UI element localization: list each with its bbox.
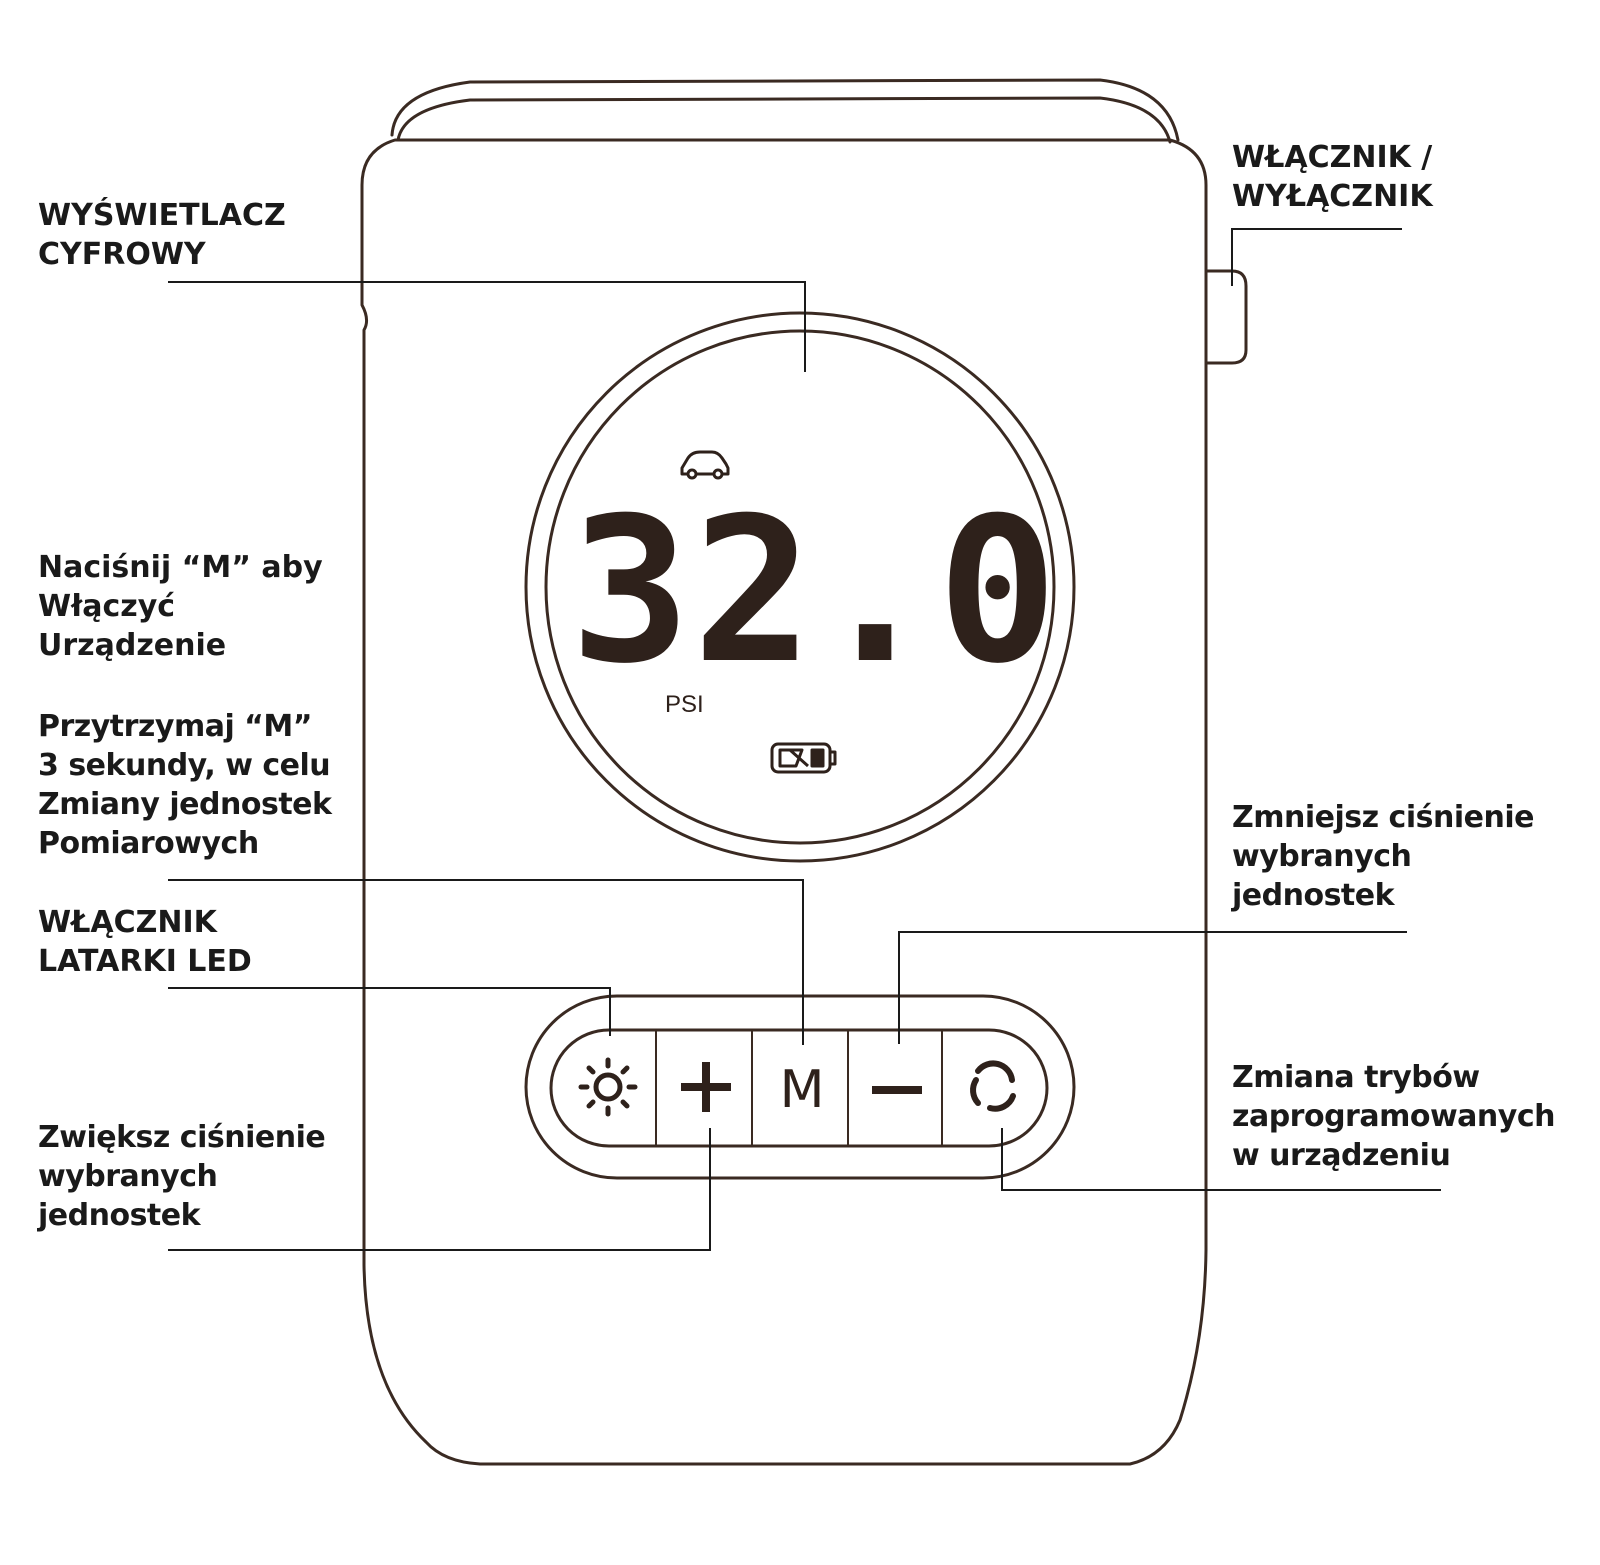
callout-mode (1001, 1128, 1441, 1191)
button-panel-inner (549, 1028, 1049, 1148)
label-press-m: Naciśnij “M” aby Włączyć Urządzenie (38, 550, 323, 663)
label-display: WYŚWIETLACZ CYFROWY (38, 198, 286, 272)
mode-button[interactable] (944, 1033, 1042, 1143)
device-top-rim-inner (396, 96, 1172, 144)
label-decrease: Zmniejsz ciśnienie wybranych jednostek (1232, 800, 1534, 913)
callout-m (168, 879, 804, 1045)
device-body (360, 138, 1208, 1466)
callout-minus (898, 931, 1407, 1044)
callout-power (1231, 228, 1402, 286)
power-button[interactable] (1204, 269, 1248, 365)
m-button-label: M (780, 1060, 825, 1120)
callout-display (168, 281, 806, 372)
button-panel-outer (524, 994, 1076, 1180)
m-button[interactable] (754, 1033, 846, 1143)
plus-button[interactable] (658, 1033, 750, 1143)
display-outer-ring (524, 311, 1076, 863)
callout-plus (168, 1128, 711, 1251)
sun-icon (578, 1057, 638, 1117)
led-button[interactable] (556, 1033, 654, 1143)
label-power: WŁĄCZNIK / WYŁĄCZNIK (1232, 140, 1433, 214)
minus-button[interactable] (850, 1033, 940, 1143)
label-hold-m: Przytrzymaj “M” 3 sekundy, w celu Zmiany… (38, 709, 332, 861)
display-unit: PSI (665, 691, 704, 718)
label-increase: Zwiększ ciśnienie wybranych jednostek (38, 1120, 326, 1233)
display-reading: 32.0 (570, 475, 1060, 708)
car-icon (680, 450, 730, 480)
label-led: WŁĄCZNIK LATARKI LED (38, 905, 252, 979)
plus-icon (681, 1062, 731, 1112)
display-screen (544, 329, 1056, 845)
cycle-icon (970, 1060, 1016, 1112)
battery-icon (770, 742, 837, 774)
label-modes: Zmiana trybów zaprogramowanych w urządze… (1232, 1060, 1555, 1173)
device-top-rim (390, 78, 1180, 142)
callout-led (168, 987, 611, 1036)
